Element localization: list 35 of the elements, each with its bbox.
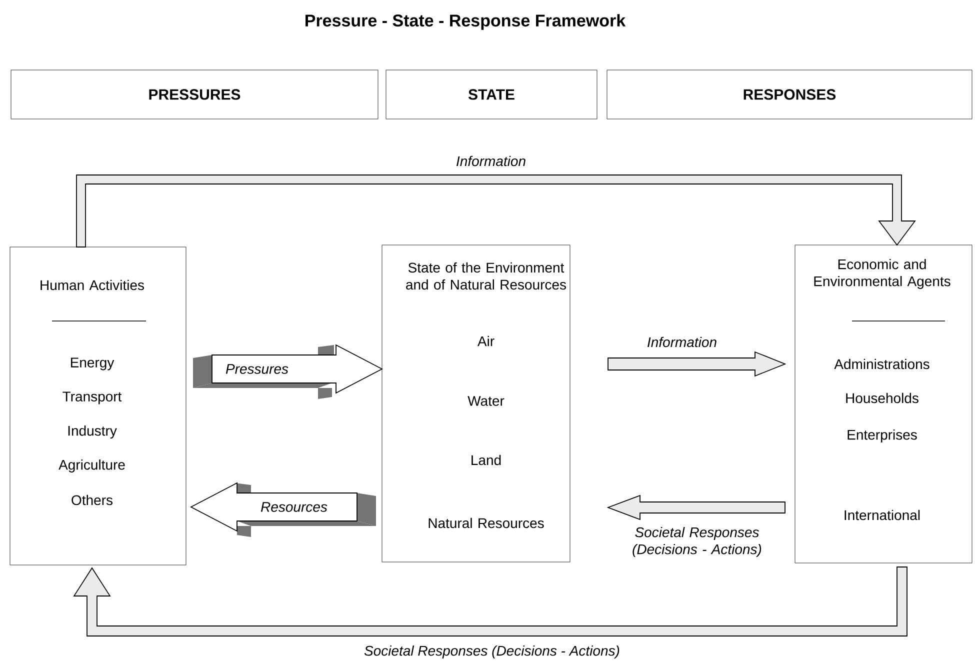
edge-label: Societal Responses (Decisions - Actions) — [632, 526, 762, 558]
block-arrow — [608, 351, 786, 377]
block-arrow — [212, 344, 383, 394]
block-arrow — [73, 566, 908, 636]
item-text: Land — [472, 454, 501, 466]
item-text: Water — [468, 396, 504, 406]
header-box: STATE — [386, 70, 598, 120]
item-text: Transport — [62, 392, 122, 404]
block-arrow — [606, 494, 786, 520]
header-box: RESPONSES — [606, 70, 972, 120]
item-text: Air — [477, 336, 494, 346]
text-box — [382, 244, 570, 562]
item-text: Agriculture — [58, 459, 125, 473]
item-text: Administrations — [834, 358, 930, 370]
block-arrow — [76, 174, 916, 248]
item-text: Others — [72, 494, 112, 506]
edge-label: Information — [648, 336, 716, 348]
edge-label: Information — [456, 156, 526, 166]
text-box — [794, 244, 972, 564]
block-arrow — [190, 482, 358, 532]
item-text: International — [844, 510, 920, 520]
title: Pressure - State - Response Framework — [306, 14, 626, 30]
item-text: Energy — [70, 358, 114, 370]
item-text: Enterprises — [848, 429, 917, 443]
edge-label: Pressures — [226, 364, 288, 374]
item-text: Industry — [68, 425, 117, 439]
item-text: Natural Resources — [428, 518, 544, 528]
box-heading: State of the Environment and of Natural Resources — [406, 262, 566, 290]
text-box — [10, 246, 186, 566]
box-heading: Economic and Environmental Agents — [814, 258, 950, 290]
edge-label: Societal Responses (Decisions - Actions) — [364, 645, 620, 659]
header-box: PRESSURES — [10, 70, 378, 120]
item-text: Households — [846, 392, 918, 404]
box-heading: Human Activities — [40, 280, 144, 290]
edge-label: Resources — [260, 502, 328, 512]
